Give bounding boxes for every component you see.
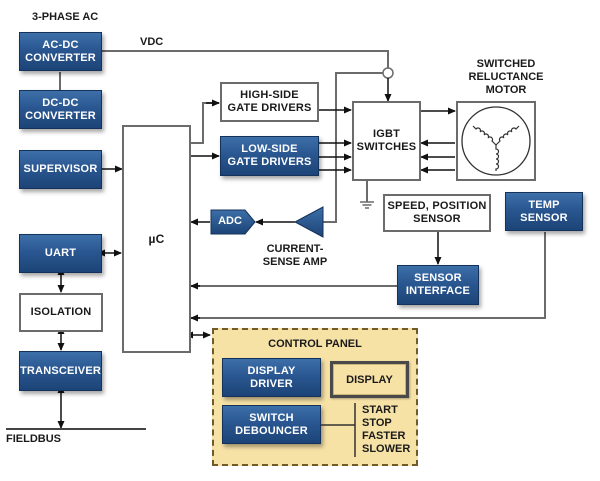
fieldbus-label: FIELDBUS (6, 433, 61, 445)
block-label: TEMP (528, 198, 560, 211)
supervisor-block: SUPERVISOR (19, 150, 102, 189)
motor-label-line: SWITCHED (476, 58, 536, 70)
block-label: SENSOR (413, 213, 461, 225)
block-label: HIGH-SIDE (240, 89, 299, 101)
block-label: SENSOR (520, 211, 568, 224)
ground-icon (360, 201, 374, 209)
display-block: DISPLAY (330, 361, 409, 398)
block-label: AC-DC (42, 38, 79, 51)
vdc-label: VDC (140, 36, 164, 48)
label-line: CURRENT- (266, 243, 324, 255)
block-label: SENSOR (414, 272, 462, 284)
motor-label-line: MOTOR (485, 84, 527, 96)
uart-block: UART (19, 234, 102, 273)
label-line: SENSE AMP (262, 256, 328, 268)
block-label: SPEED, POSITION (387, 200, 487, 212)
block-label: SUPERVISOR (23, 163, 98, 175)
current-sense-wire (322, 72, 383, 223)
block-label: µC (148, 231, 165, 246)
block-label: SWITCH (249, 411, 294, 424)
block-label: DRIVER (250, 377, 293, 390)
block-label: INTERFACE (405, 285, 471, 297)
block-label: SWITCHES (356, 141, 417, 153)
motor-windings-icon (461, 106, 531, 176)
vdc-wire (102, 50, 389, 68)
switched-reluctance-motor-block (456, 101, 536, 181)
motor-label: SWITCHED RELUCTANCE MOTOR (466, 58, 546, 97)
block-label: ADC (218, 215, 242, 227)
switch-function-start: START (362, 404, 398, 416)
switch-function-slower: SLOWER (362, 443, 411, 455)
block-label: UART (44, 247, 77, 259)
block-label: DEBOUNCER (235, 424, 308, 437)
microcontroller-block: µC (122, 125, 191, 353)
block-label: GATE DRIVERS (227, 102, 312, 114)
block-label: TRANSCEIVER (19, 364, 102, 377)
isolation-block: ISOLATION (19, 293, 103, 332)
block-label: LOW-SIDE (241, 143, 298, 155)
switch-bus-wire (321, 403, 356, 457)
current-sense-amp-icon (294, 206, 324, 238)
block-label: CONVERTER (25, 109, 96, 122)
current-sense-node (382, 67, 394, 79)
three-phase-ac-label: 3-PHASE AC (32, 11, 99, 23)
current-sense-amp-label: CURRENT- SENSE AMP (255, 243, 335, 269)
block-label: DC-DC (42, 96, 79, 109)
switch-function-faster: FASTER (362, 430, 406, 442)
block-label: IGBT (372, 128, 401, 140)
adc-shape (210, 209, 256, 235)
block-label: GATE DRIVERS (227, 156, 312, 168)
motor-label-line: RELUCTANCE (468, 71, 544, 83)
temp-sensor-to-uc-wire (191, 232, 546, 319)
uc-to-highside-wire (190, 102, 219, 144)
switch-functions-list: START STOP FASTER SLOWER (362, 404, 410, 456)
control-panel-title: CONTROL PANEL (268, 338, 362, 350)
transceiver-block: TRANSCEIVER (19, 351, 102, 391)
adc-block: ADC (210, 209, 256, 235)
block-label: DISPLAY (247, 364, 296, 377)
block-label: ISOLATION (30, 306, 92, 318)
block-label: CONVERTER (25, 51, 96, 64)
switch-function-stop: STOP (362, 417, 392, 429)
